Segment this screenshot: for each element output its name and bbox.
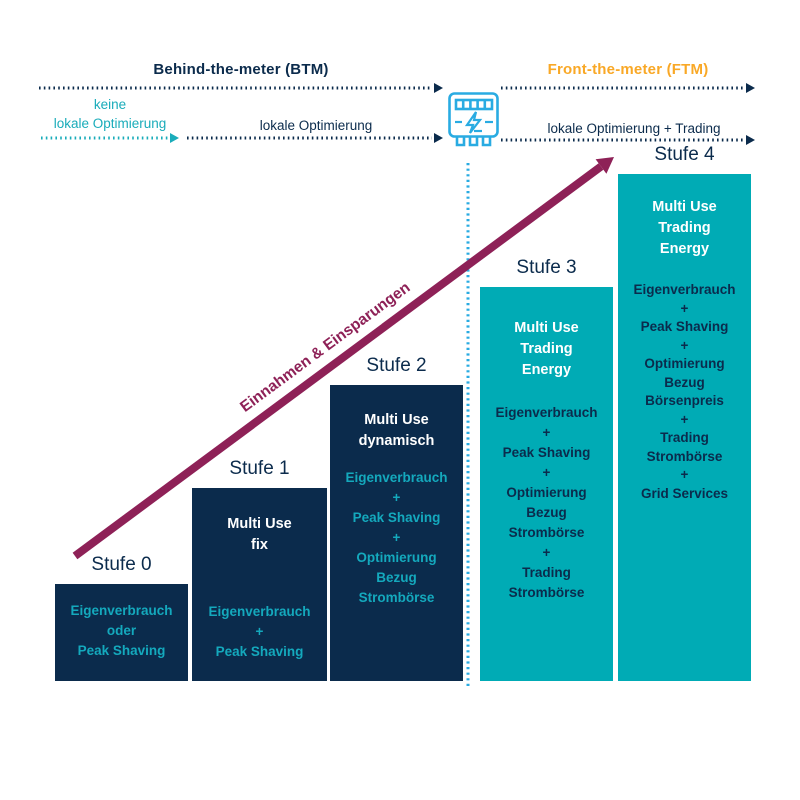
plus-separator: + — [680, 337, 689, 353]
bar-text-line: Strombörse — [508, 525, 585, 540]
btm-dotted-arrow — [39, 83, 443, 93]
bar-text-line: Energy — [521, 362, 572, 378]
bar-text-line: Börsenpreis — [645, 393, 724, 408]
plus-separator: + — [392, 530, 401, 545]
bar-text-line: Peak Shaving — [215, 644, 304, 659]
stage-4-label: Stufe 4 — [654, 144, 715, 165]
plus-separator: + — [680, 411, 689, 427]
electricity-meter-icon — [448, 92, 499, 147]
stage-1-bar: Multi Use fix Eigenverbrauch + Peak Shaving — [192, 488, 327, 681]
bar-text-line: Strombörse — [358, 590, 435, 605]
no-local-optimization-label: keine lokale Optimierung — [40, 95, 180, 133]
bar-text-line: dynamisch — [358, 433, 435, 449]
ftm-header-label: Front-the-meter (FTM) — [547, 61, 709, 78]
bar-text-line: Energy — [659, 241, 710, 257]
local-optimization-label: lokale Optimierung — [259, 118, 373, 133]
ftm-dotted-arrow — [501, 83, 755, 93]
btm-ftm-separator-line — [466, 163, 470, 686]
bar-text-line: Trading — [658, 220, 711, 236]
bar-text-line: Strombörse — [646, 448, 723, 464]
bar-text-line: oder — [106, 623, 137, 638]
bar-text-line: Trading — [522, 565, 571, 580]
bar-text-line: fix — [251, 537, 268, 553]
stage-2-label: Stufe 2 — [366, 355, 427, 376]
bar-text-line: Multi Use — [514, 320, 579, 336]
stage-1-title: Multi Use fix — [227, 514, 291, 556]
bar-text-line: Optimierung — [356, 550, 437, 565]
local-optimization-trading-label: lokale Optimierung + Trading — [547, 121, 721, 136]
no-local-optimization-arrow — [41, 133, 179, 143]
bar-text-line: Optimierung — [506, 485, 587, 500]
bar-text-line: Eigenverbrauch — [495, 405, 598, 420]
bar-text-line: Peak Shaving — [502, 445, 591, 460]
plus-separator: + — [680, 467, 689, 482]
stage-1-label: Stufe 1 — [229, 458, 290, 479]
no-local-optimization-line1: keine — [93, 97, 127, 112]
stage-3-label: Stufe 3 — [516, 257, 577, 278]
local-optimization-trading-arrow — [501, 135, 755, 145]
bar-text-line: Peak Shaving — [640, 319, 729, 334]
bar-text-line: Eigenverbrauch — [633, 282, 736, 297]
stage-stufe-1: Stufe 1 Multi Use fix Eigenverbrauch + Peak… — [192, 455, 327, 681]
bar-text-line: Strombörse — [508, 585, 585, 600]
plus-separator: + — [542, 545, 551, 560]
bar-text-line: Bezug — [664, 374, 705, 390]
bar-text-line: Eigenverbrauch — [70, 603, 173, 618]
bar-text-line: Eigenverbrauch — [208, 604, 311, 619]
stage-1-body: Eigenverbrauch + Peak Shaving — [208, 602, 310, 662]
bar-text-line: Optimierung — [644, 356, 725, 371]
bar-text-line: Bezug — [376, 570, 417, 585]
plus-separator: + — [680, 300, 689, 316]
plus-separator: + — [255, 624, 264, 639]
bar-text-line: Grid Services — [640, 485, 729, 501]
local-optimization-arrow — [187, 133, 443, 143]
plus-separator: + — [542, 465, 551, 480]
bar-text-line: Peak Shaving — [77, 643, 166, 658]
bar-text-line: Bezug — [526, 505, 567, 520]
bar-text-line: Eigenverbrauch — [345, 470, 448, 485]
stage-stufe-2: Stufe 2 Multi Use dynamisch Eigenverbrauc… — [330, 352, 463, 681]
stage-2-bar: Multi Use dynamisch Eigenverbrauch + Peak S… — [330, 385, 463, 681]
bar-text-line: Trading — [660, 430, 709, 445]
stage-0-label: Stufe 0 — [91, 554, 152, 575]
stage-2-title: Multi Use dynamisch — [359, 410, 435, 452]
bar-text-line: Multi Use — [364, 412, 429, 428]
no-local-optimization-line2: lokale Optimierung — [53, 116, 167, 131]
bar-text-line: Multi Use — [227, 516, 292, 532]
bar-text-line: Multi Use — [652, 199, 717, 215]
plus-separator: + — [392, 490, 401, 505]
bar-text-line: Trading — [520, 341, 573, 357]
bar-text-line: Peak Shaving — [352, 510, 441, 525]
btm-header-label: Behind-the-meter (BTM) — [153, 61, 329, 78]
plus-separator: + — [542, 425, 551, 440]
